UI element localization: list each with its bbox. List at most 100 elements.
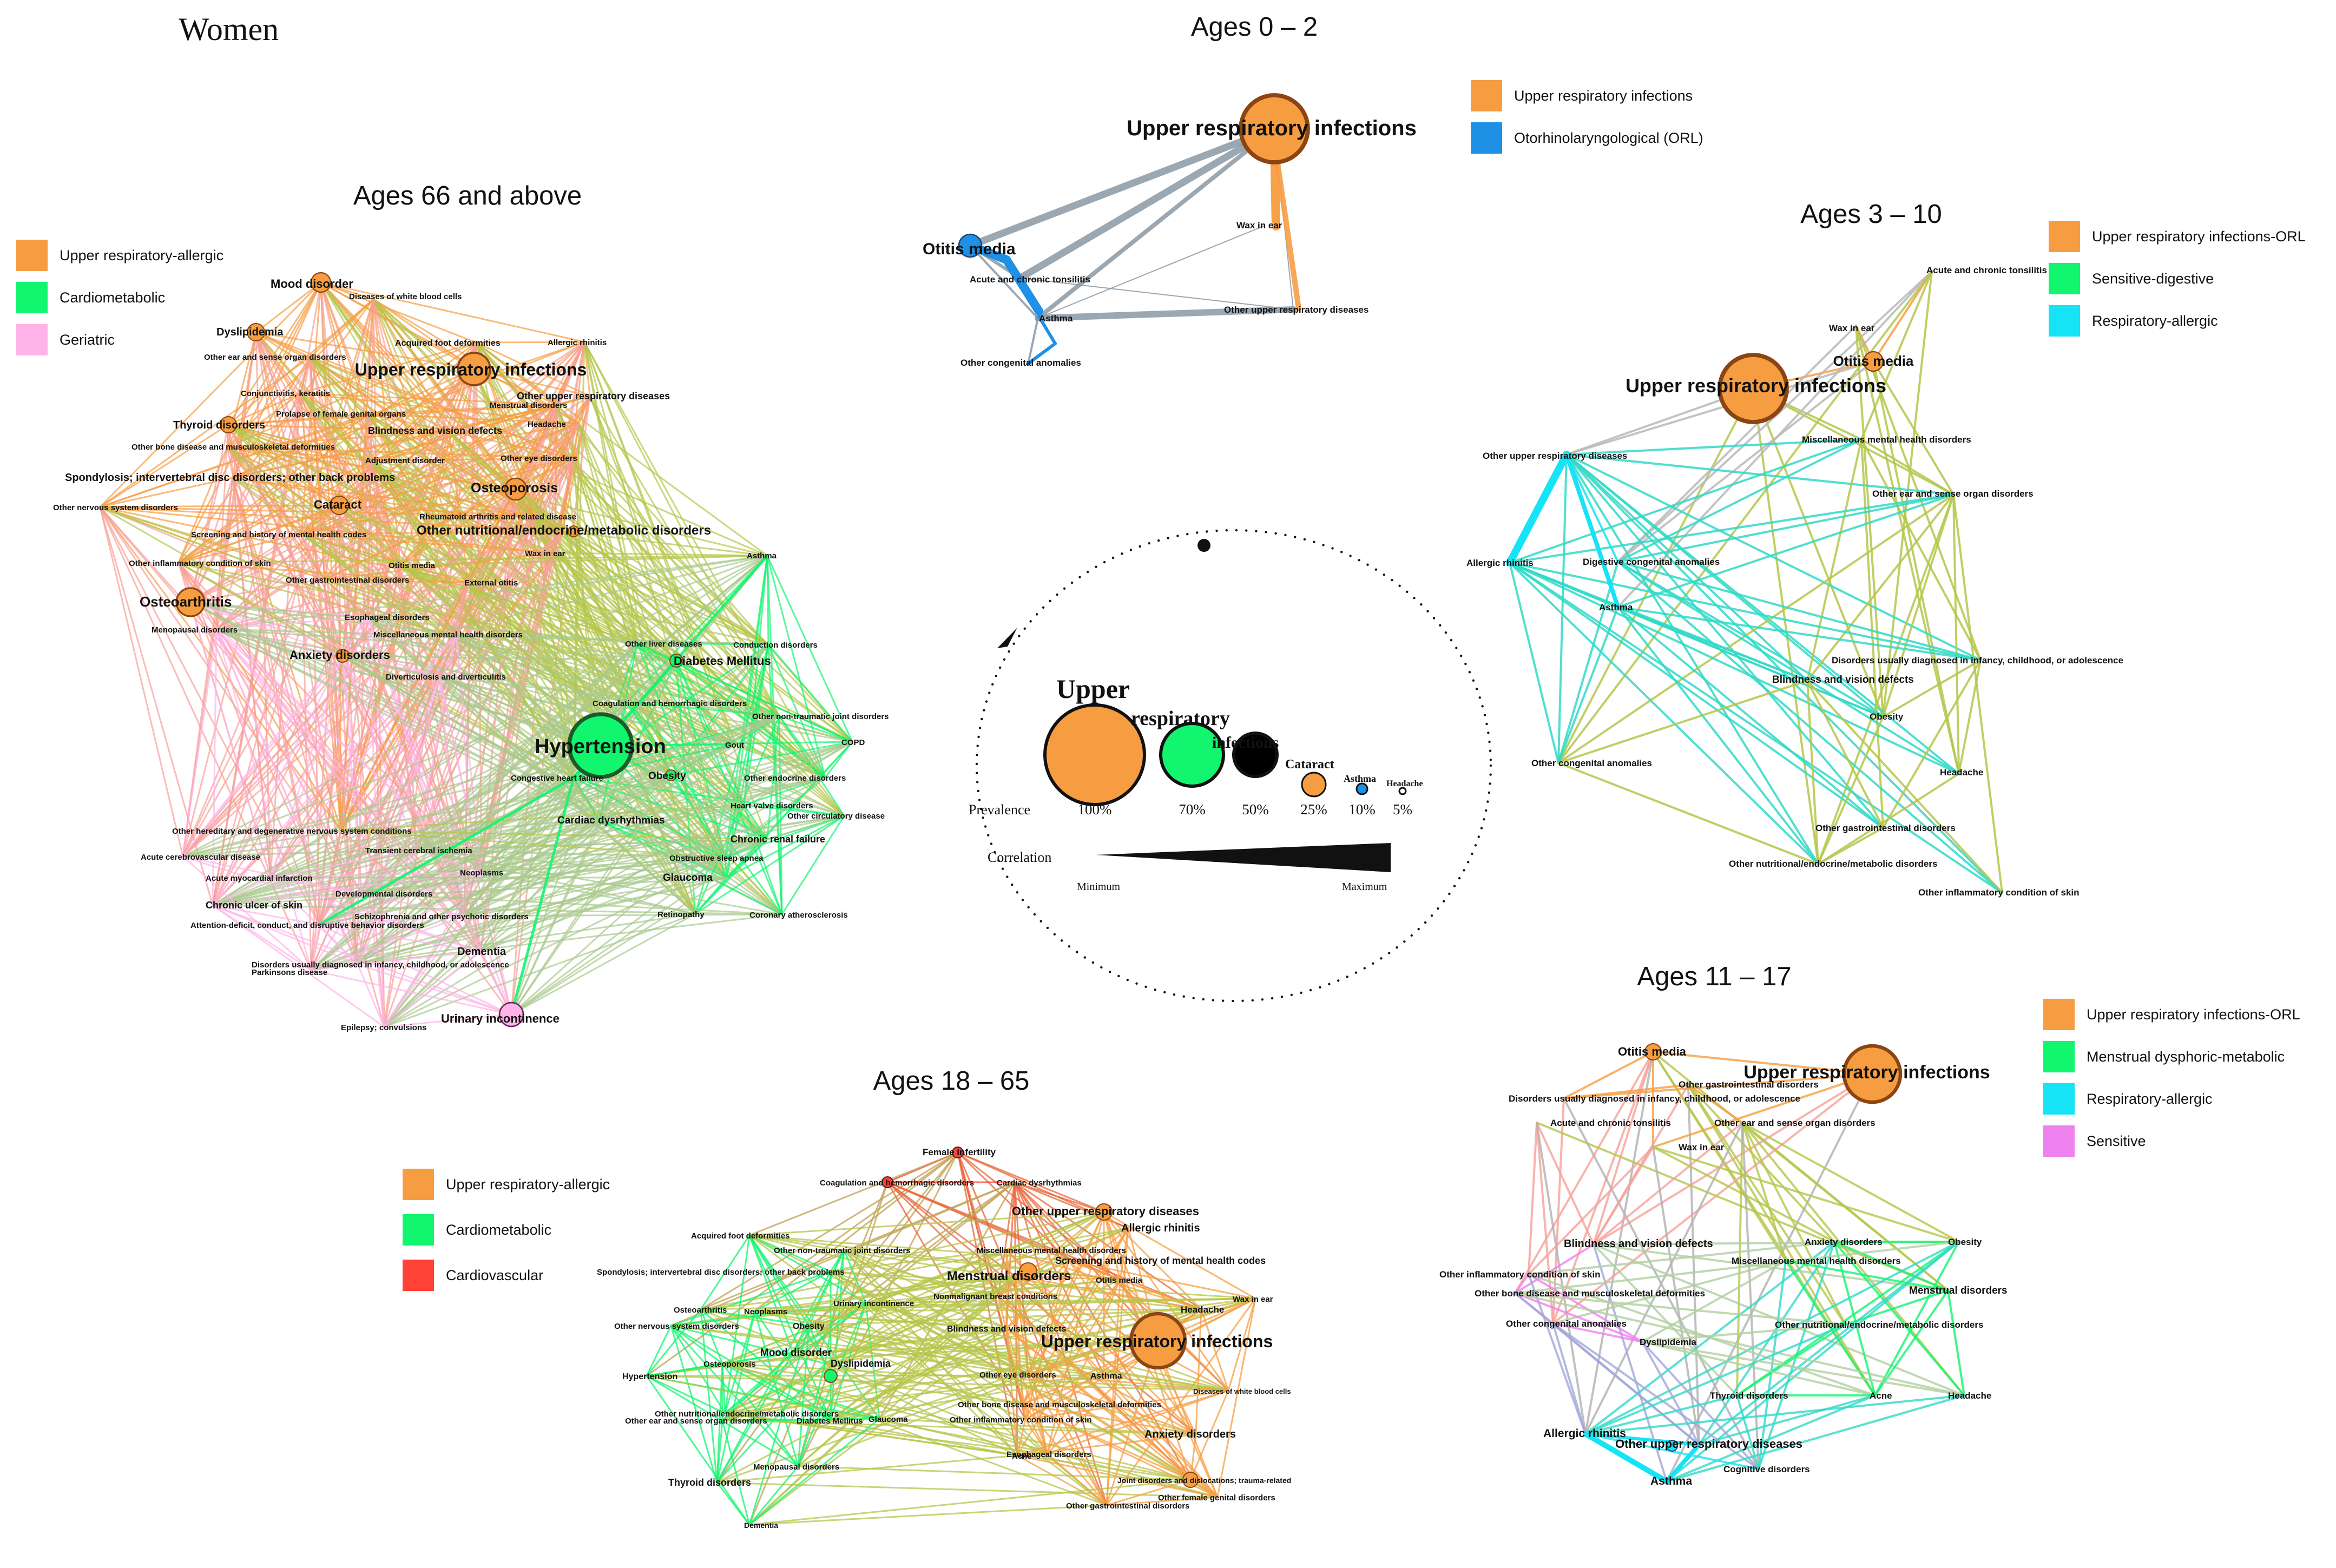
frame-dot <box>1413 597 1416 599</box>
network-edge <box>743 776 826 806</box>
node-label: Other nutritional/endocrine/metabolic di… <box>1775 1320 1983 1330</box>
network-edge <box>1584 1394 1965 1435</box>
network-edge <box>227 413 369 426</box>
network-edge <box>969 245 1039 319</box>
network-edge <box>754 1151 959 1312</box>
frame-dot <box>1039 920 1042 923</box>
network-edge <box>1019 278 1294 310</box>
network-edge <box>721 1419 751 1526</box>
frame-dot <box>1021 899 1024 901</box>
frame-dot <box>1035 613 1038 616</box>
legend-label: Geriatric <box>60 332 115 348</box>
network-edge <box>318 838 768 926</box>
node-label: Diabetes Mellitus <box>674 654 771 668</box>
frame-dot <box>1300 991 1302 994</box>
node-label: Upper respiratory infections <box>1743 1062 1990 1083</box>
frame-dot <box>1011 883 1014 886</box>
frame-dot <box>1487 732 1490 734</box>
frame-dot <box>1464 662 1467 666</box>
node-label: Other congenital anomalies <box>1506 1319 1627 1329</box>
network-edge <box>189 601 440 677</box>
page-title: Women <box>179 11 279 47</box>
network-edge <box>830 1302 867 1421</box>
prevalence-value: 5% <box>1393 801 1412 818</box>
node-label: Other bone disease and musculoskeletal d… <box>131 443 335 452</box>
network-edge <box>675 660 696 915</box>
network-edge <box>481 871 696 915</box>
network-edge <box>99 506 536 518</box>
network-node <box>335 649 350 663</box>
frame-dot <box>1083 956 1087 959</box>
network-edge <box>356 951 482 965</box>
network-edge <box>177 533 302 564</box>
legend-swatch <box>2043 999 2075 1030</box>
network-edge <box>215 628 465 917</box>
node-label: Other ear and sense organ disorders <box>1714 1118 1876 1128</box>
network-edge <box>177 562 677 662</box>
network-edge <box>1617 606 1819 865</box>
network-edge <box>1687 1084 1743 1124</box>
node-label: Osteoarthritis <box>674 1306 727 1315</box>
network-edge <box>748 1418 880 1526</box>
network-edge <box>1016 125 1278 282</box>
network-edge <box>1617 493 1955 608</box>
frame-dot <box>978 727 982 729</box>
network-edge <box>212 530 564 906</box>
node-label: Wax in ear <box>1829 323 1875 333</box>
node-label: Acute and chronic tonsilitis <box>1550 1118 1671 1128</box>
network-edge <box>338 430 450 506</box>
network-edge <box>694 877 728 915</box>
network-edge <box>670 1325 799 1467</box>
network-edge <box>1227 1297 1256 1392</box>
legend-swatch <box>403 1260 434 1291</box>
network-edge <box>726 815 845 879</box>
network-edge <box>754 1310 1029 1375</box>
network-edge <box>1806 680 1819 865</box>
node-label: Wax in ear <box>525 549 565 558</box>
network-edge <box>1024 1227 1129 1420</box>
network-edge <box>1027 1373 1229 1392</box>
frame-dot <box>1331 547 1334 550</box>
frame-dot <box>976 772 978 774</box>
network-node <box>1019 1262 1037 1281</box>
network-edge <box>300 457 575 535</box>
legend-label: Respiratory-allergic <box>2092 313 2218 329</box>
node-label: Asthma <box>1650 1475 1692 1487</box>
network-edge <box>754 1297 1256 1312</box>
network-edge <box>1552 1322 1760 1470</box>
network-edge <box>700 1275 1016 1310</box>
network-edge <box>602 741 853 747</box>
network-edge <box>367 413 450 432</box>
node-label: Acute cerebrovascular disease <box>141 853 260 862</box>
network-edge <box>1557 387 1754 764</box>
min-label: Minimum <box>1077 881 1120 893</box>
network-edge <box>554 552 639 644</box>
network-node <box>1863 351 1884 372</box>
network-edge <box>1617 606 1884 829</box>
node-label: COPD <box>841 738 865 747</box>
network-edge <box>416 849 726 859</box>
frame-dot <box>1489 782 1491 785</box>
network-edge <box>1855 325 1884 718</box>
node-label: Mood disorder <box>760 1347 832 1359</box>
frame-dot <box>1439 624 1442 627</box>
frame-dot <box>1374 568 1378 571</box>
node-label: Obstructive sleep apnea <box>669 854 764 863</box>
network-edge <box>748 1465 799 1526</box>
network-edge <box>1752 387 1819 865</box>
network-edge <box>99 504 340 508</box>
network-edge <box>1195 1308 1202 1435</box>
node-label: Developmental disorders <box>335 890 432 899</box>
node-label: Other circulatory disease <box>787 812 885 821</box>
network-edge <box>1027 1260 1070 1375</box>
frame-dot <box>1167 537 1169 539</box>
node-label: Anxiety disorders <box>1144 1428 1236 1440</box>
frame-dot <box>1303 538 1306 541</box>
frame-dot <box>1095 565 1097 568</box>
network-edge <box>300 530 564 535</box>
network-edge <box>1106 1479 1192 1506</box>
key-bubble-label: infections <box>1212 734 1279 752</box>
frame-dot <box>1483 818 1485 821</box>
network-edge <box>1617 360 1874 563</box>
prevalence-label: Prevalence <box>969 802 1030 818</box>
